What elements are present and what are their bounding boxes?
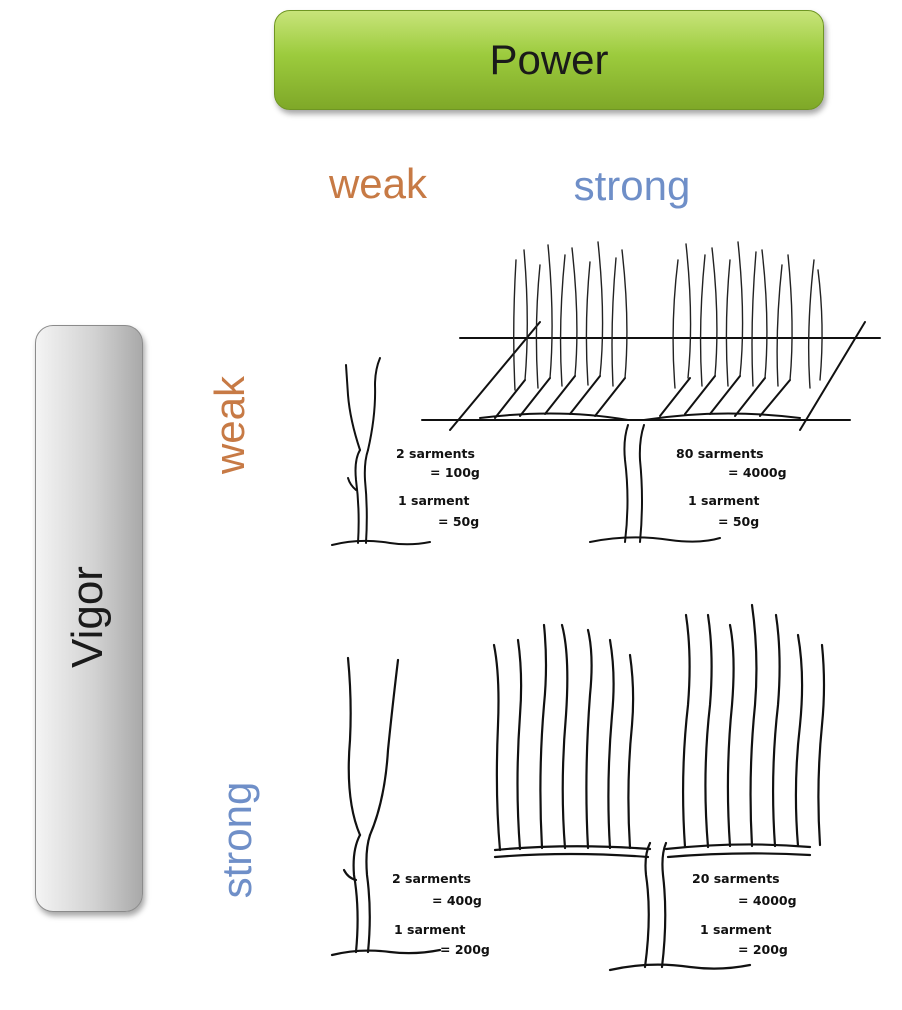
annotation-strong-weak-line3: 1 sarment [688, 493, 760, 508]
annotation-weak-weak-line2: = 100g [430, 465, 480, 480]
annotation-strong-weak-line4: = 50g [718, 514, 760, 529]
annotation-weak-weak-line1: 2 sarments [396, 446, 475, 461]
annotation-strong-strong-line2: = 4000g [738, 893, 797, 908]
row-label-weak: weak [206, 375, 253, 475]
annotation-weak-strong-line1: 2 sarments [392, 871, 471, 886]
vine-weak-power-strong-vigor [330, 656, 442, 957]
vine-strong-power-weak-vigor [421, 241, 881, 543]
column-label-weak: weak [328, 160, 428, 207]
vine-weak-power-weak-vigor [331, 357, 431, 546]
annotation-strong-weak-line2: = 4000g [728, 465, 787, 480]
row-label-strong: strong [213, 781, 260, 899]
annotation-weak-strong-line4: = 200g [440, 942, 490, 957]
annotation-strong-strong-line3: 1 sarment [700, 922, 772, 937]
annotation-strong-weak-line1: 80 sarments [676, 446, 764, 461]
annotation-strong-strong-line4: = 200g [738, 942, 788, 957]
annotation-weak-strong-line3: 1 sarment [394, 922, 466, 937]
vigor-label: Vigor [63, 566, 112, 668]
column-label-strong: strong [573, 162, 691, 209]
power-header: Power [274, 10, 824, 110]
vine-strong-power-strong-vigor [492, 603, 826, 972]
annotation-weak-weak-line4: = 50g [438, 514, 480, 529]
annotation-weak-strong-line2: = 400g [432, 893, 482, 908]
annotation-weak-weak-line3: 1 sarment [398, 493, 470, 508]
vigor-side-box [35, 325, 143, 912]
power-label: Power [489, 36, 609, 83]
annotation-strong-strong-line1: 20 sarments [692, 871, 780, 886]
